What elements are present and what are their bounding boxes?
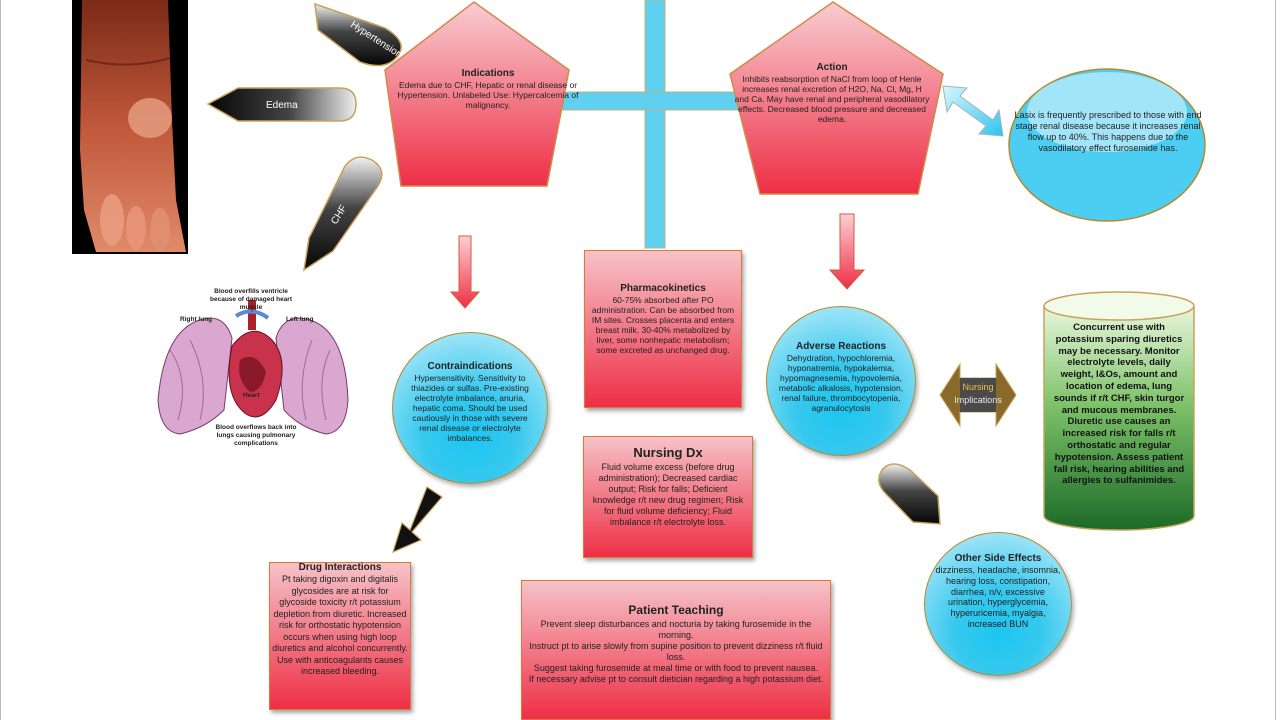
right-lung-label: Right lung [180,316,213,323]
patient-teaching-box: Patient Teaching Prevent sleep disturban… [521,580,831,720]
patient-teaching-line-1: Prevent sleep disturbances and nocturia … [540,619,812,640]
frame-left-line [0,0,1,720]
arrow-down-to-adverse [828,213,866,290]
arrow-edema: Edema [206,87,357,122]
contraindications-body: Hypersensitivity. Sensitivity to thiazid… [411,373,529,443]
pharmacokinetics-body: 60-75% absorbed after PO administration.… [591,295,735,355]
contraindications-title: Contraindications [427,361,513,372]
arrow-hypertension: Hypertension [314,2,404,67]
concurrent-use-cylinder [1043,291,1195,531]
adverse-reactions-body: Dehydration, hypochloremia, hyponatremia… [778,353,904,413]
drug-interactions-body: Pt taking digoxin and digitalis glycosid… [272,574,408,676]
patient-teaching-title: Patient Teaching [628,603,724,617]
nursing-implications-label: Nursing Implications [950,381,1006,407]
heart-label: Heart [243,392,260,399]
frame-right-line [1275,0,1276,720]
action-text: Action Inhibits reabsorption of NaCl fro… [734,62,930,124]
concurrent-use-text: Concurrent use with potassium sparing di… [1053,322,1185,487]
lasix-note: Lasix is frequently prescribed to those … [1014,110,1202,153]
indications-body: Edema due to CHF, Hepatic or renal disea… [397,80,579,110]
adverse-reactions-title: Adverse Reactions [795,341,887,352]
other-side-effects-title: Other Side Effects [954,553,1042,564]
contraindications-circle: Contraindications Hypersensitivity. Sens… [392,332,548,484]
action-body: Inhibits reabsorption of NaCl from loop … [734,74,930,124]
heart-lungs-illustration [157,300,349,435]
other-side-effects-body: dizziness, headache, insomnia, hearing l… [935,565,1061,629]
pharmacokinetics-title: Pharmacokinetics [620,283,706,294]
pharmacokinetics-box: Pharmacokinetics 60-75% absorbed after P… [584,250,742,408]
arrow-to-drug-interactions [392,486,443,554]
drug-interactions-box: Drug Interactions Pt taking digoxin and … [269,562,411,710]
other-side-effects-circle: Other Side Effects dizziness, headache, … [924,532,1072,676]
drug-interactions-title: Drug Interactions [298,562,382,573]
indications-pentagon [384,1,570,187]
edema-foot-photo [72,0,188,254]
indications-text: Indications Edema due to CHF, Hepatic or… [392,68,584,110]
double-arrow-cyan [942,85,1004,137]
nursing-implications-line2: Implications [954,395,1002,405]
adverse-reactions-circle: Adverse Reactions Dehydration, hypochlor… [766,306,916,456]
nursing-dx-body: Fluid volume excess (before drug adminis… [592,462,744,527]
left-lung-label: Left lung [286,316,314,323]
edema-label: Edema [266,100,298,111]
action-title: Action [816,62,848,73]
nursing-implications-line1: Nursing [962,382,994,392]
heart-bottom-caption: Blood overflows back into lungs causing … [215,424,297,447]
arrow-chf: CHF [302,156,383,272]
connector-cross [559,0,751,249]
patient-teaching-line-2: Instruct pt to arise slowly from supine … [529,641,823,662]
nursing-dx-box: Nursing Dx Fluid volume excess (before d… [583,436,753,558]
arrow-to-other-side-effects [878,463,941,525]
indications-title: Indications [461,68,515,79]
arrow-down-to-contraindications [449,235,481,309]
patient-teaching-line-4: If necessary advise pt to consult dietic… [528,674,824,684]
heart-top-caption: Blood overfills ventricle because of dam… [210,288,292,311]
nursing-dx-title: Nursing Dx [633,445,703,460]
patient-teaching-line-3: Suggest taking furosemide at meal time o… [533,663,819,673]
action-pentagon [729,1,944,195]
